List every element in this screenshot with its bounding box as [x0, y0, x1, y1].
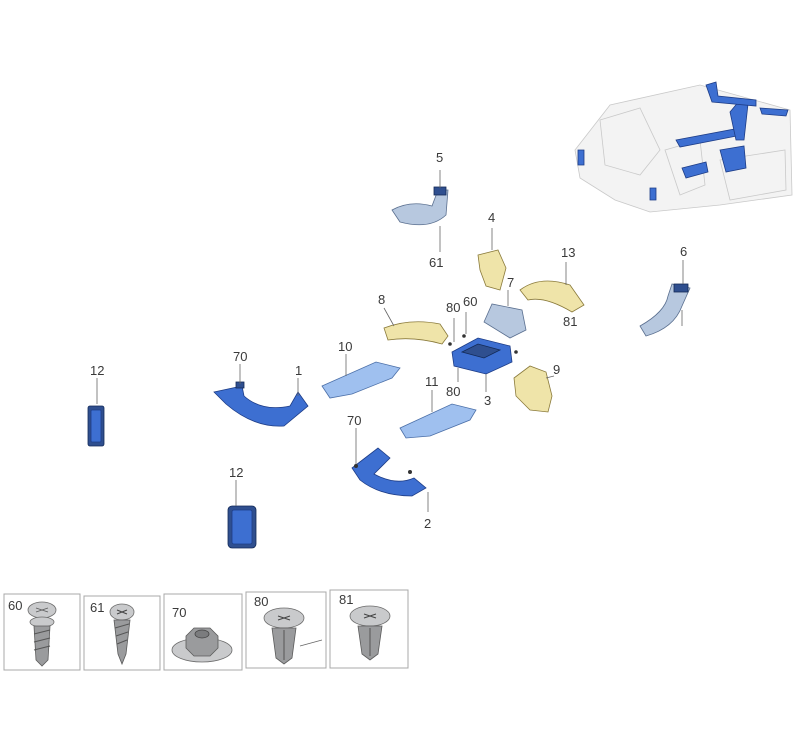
- callout-13: 13: [561, 245, 575, 260]
- screw-tapping-icon: [109, 603, 135, 666]
- fastener-61: 61: [83, 595, 161, 671]
- fastener-61-label: 61: [90, 600, 104, 615]
- callout-5: 5: [436, 150, 443, 165]
- duct-part-5: [391, 170, 449, 252]
- duct-part-6: [639, 260, 691, 337]
- push-clip-icon: [263, 607, 323, 665]
- duct-part-4: [477, 228, 507, 291]
- fastener-60-label: 60: [8, 598, 22, 613]
- callout-6: 6: [680, 244, 687, 259]
- callout-3: 3: [484, 393, 491, 408]
- callout-1: 1: [295, 363, 302, 378]
- fastener-81: 81: [329, 589, 409, 669]
- vent-grille-part-12-lower: [227, 480, 257, 549]
- fastener-70: 70: [163, 593, 243, 671]
- callout-61: 61: [429, 255, 443, 270]
- callout-9: 9: [553, 362, 560, 377]
- duct-part-2: [351, 428, 429, 512]
- duct-part-1: [213, 364, 309, 427]
- callout-81: 81: [563, 314, 577, 329]
- callout-2: 2: [424, 516, 431, 531]
- callout-10: 10: [338, 339, 352, 354]
- vehicle-overview-illustration: [574, 81, 793, 213]
- push-clip-icon: [349, 605, 391, 661]
- central-module-part-3: [448, 312, 518, 392]
- fastener-legend: 60 61 70: [3, 589, 409, 671]
- fastener-81-label: 81: [339, 592, 353, 607]
- duct-part-11: [399, 390, 477, 439]
- fastener-70-label: 70: [172, 605, 186, 620]
- hex-flange-nut-icon: [171, 627, 233, 663]
- fastener-80-label: 80: [254, 594, 268, 609]
- callout-8: 8: [378, 292, 385, 307]
- duct-part-13: [519, 262, 585, 313]
- callout-70-middle: 70: [347, 413, 361, 428]
- callout-80-top: 80: [446, 300, 460, 315]
- callout-labels: 1 2 3 4 5 6 7 8 9 10 11 12 12 13 60 61 7…: [90, 150, 687, 531]
- callout-80-bottom: 80: [446, 384, 460, 399]
- callout-12-lower: 12: [229, 465, 243, 480]
- callout-12-upper: 12: [90, 363, 104, 378]
- callout-4: 4: [488, 210, 495, 225]
- duct-part-10: [321, 354, 401, 399]
- callout-11: 11: [425, 374, 439, 389]
- duct-part-7: [483, 290, 527, 339]
- screw-pan-head-icon: [27, 601, 57, 667]
- vent-grille-part-12-upper: [87, 378, 105, 447]
- callout-70-left: 70: [233, 349, 247, 364]
- duct-part-8: [383, 307, 449, 345]
- callout-7: 7: [507, 275, 514, 290]
- duct-part-9: [513, 365, 555, 413]
- callout-60: 60: [463, 294, 477, 309]
- fastener-60: 60: [3, 593, 81, 671]
- fastener-80: 80: [245, 591, 327, 669]
